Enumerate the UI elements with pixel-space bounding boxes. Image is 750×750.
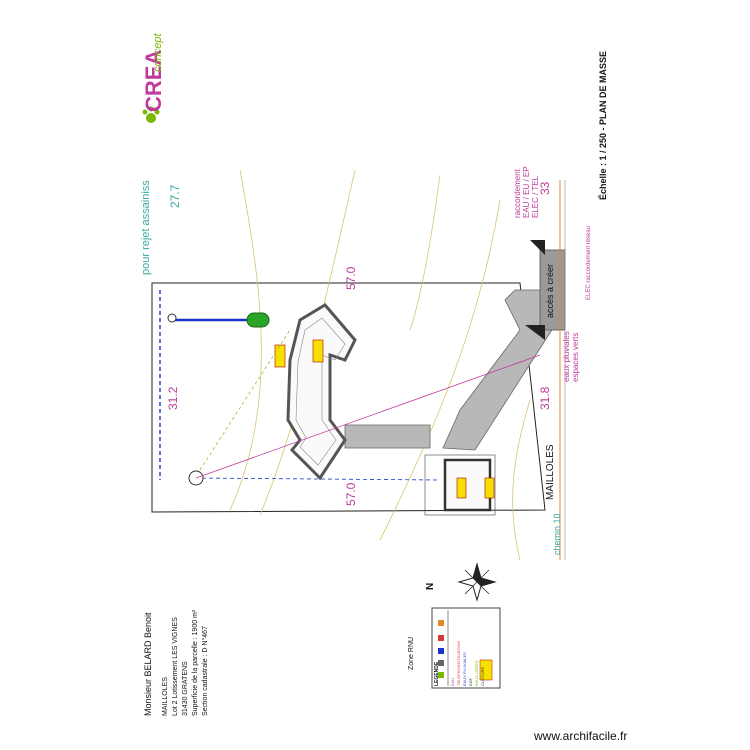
owner-line: MAILLOLES [162,677,169,716]
owner-name: Monsieur BELARD Benoit [143,612,153,716]
dimension-label: 57.0 [344,266,358,290]
legend-item: TELEPHONE/TELECOM [456,641,461,686]
legend-swatch [438,620,444,626]
contour-line [229,169,262,511]
contour-line [512,399,531,561]
parcel-boundary [151,282,546,513]
rainwater-label: eaux pluviales espaces verts [562,331,580,382]
legend-item: EAUX PLUVIALES [462,652,467,686]
marker-triangle [530,240,545,255]
legend-swatch [438,635,444,641]
legend-swatch [438,648,444,654]
owner-line: Superficie de la parcelle : 1900 m² [192,609,199,716]
footer-credit[interactable]: www.archifacile.fr [534,729,628,743]
logo-paw-icon [142,106,160,123]
altitude-tag [484,477,495,499]
sewer-branch [194,477,441,481]
green-network [199,329,291,471]
legend-item: CLOTURE [480,666,485,686]
driveway-link [344,424,431,449]
logo-tagline: concept [152,33,164,72]
manhole [167,313,177,323]
drawing-title: Échelle : 1 / 250 - PLAN DE MASSE [598,50,608,200]
altitude-tag [456,477,467,499]
contour-line [379,199,501,541]
legend-swatch [438,672,444,678]
road-label: MAILLOLES [545,444,556,500]
legend-item: EDF [468,678,473,686]
altitude-tag [312,339,324,363]
raccordement-label: raccordement EAU / EU / EP ELEC / TEL [513,166,540,218]
owner-line: Section cadastrale : D N°467 [202,626,209,716]
legend-swatch [479,659,493,681]
legend-swatch [438,660,444,666]
legend-item: EAU [450,677,455,686]
annex-building [443,458,492,512]
dimension-label: 57.0 [344,482,358,506]
evacuation-label: pour rejet assainiss [140,180,152,275]
altitude-tag [274,344,286,368]
compass-north-label: N [425,582,436,590]
access-label: accès à créer [545,263,555,318]
legend-title: LEGENDE [434,661,440,686]
septic-tank [246,312,270,328]
elec-label: ELEC raccordement réseau [586,225,592,300]
contour-line [409,174,441,331]
house-outline [286,303,357,481]
dimension-label: 31.2 [166,386,180,410]
chemin-label: chemin 10 [552,513,562,555]
compass-rose [457,562,497,602]
access-entry [539,249,566,331]
dimension-label: 31.8 [538,386,552,410]
dimension-label: 33 [538,181,552,195]
annex-frame [424,454,496,516]
marker-triangle [525,325,545,340]
dimension-label: 27.7 [168,184,182,208]
legend-item: EAUX USEES [474,660,479,686]
house-inner [295,317,346,466]
owner-line: 31430 GRATENS [182,661,189,716]
pink-network [195,354,541,479]
owner-line: Lot 2 Lotissement LES VIGNES [172,617,179,716]
zone-label: Zone RNU [408,636,415,670]
